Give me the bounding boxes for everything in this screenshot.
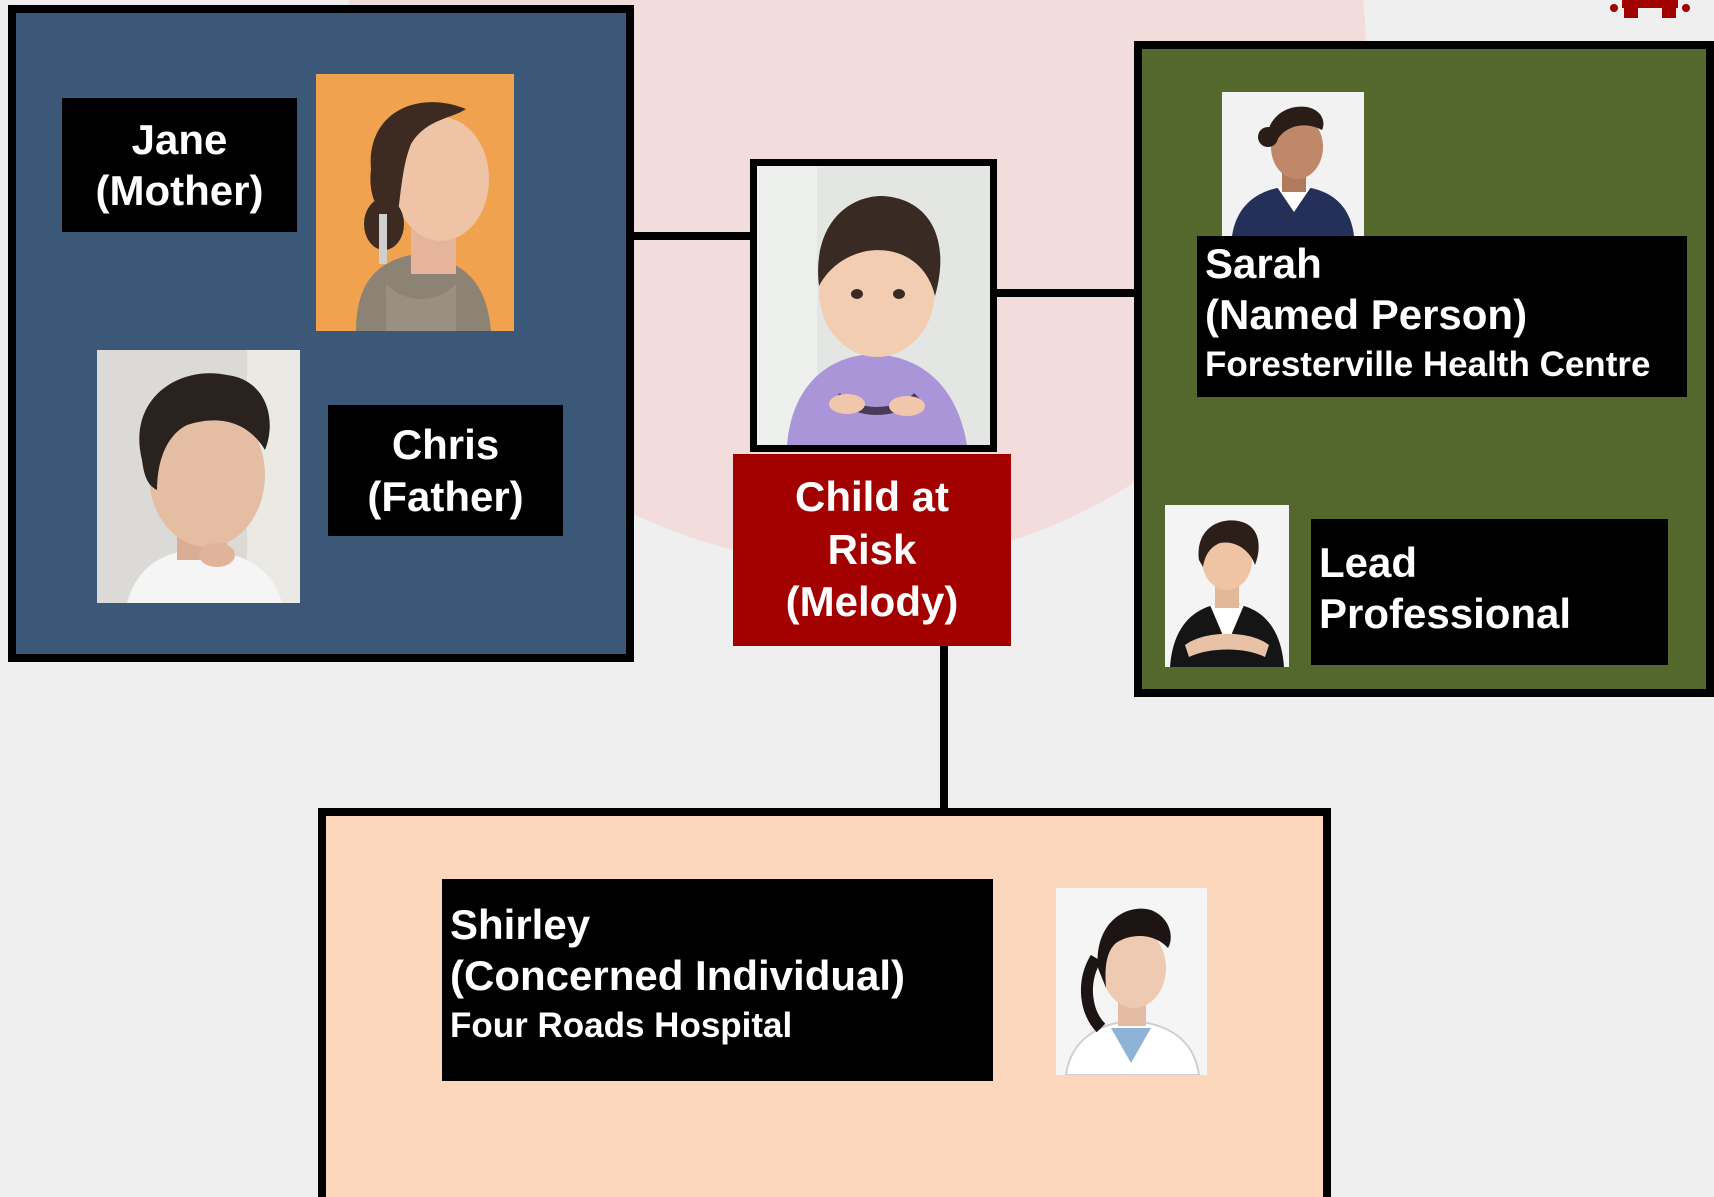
child-label-line3: (Melody)	[785, 578, 959, 626]
mother-photo	[316, 74, 514, 331]
connector-family-child	[634, 232, 752, 240]
concerned-individual-role: (Concerned Individual)	[450, 952, 906, 1000]
woman-portrait-icon	[316, 74, 514, 331]
child-label-line2: Risk	[827, 525, 917, 573]
child-photo-frame	[750, 159, 997, 452]
lead-professional-line2: Professional	[1319, 590, 1572, 638]
mother-label: Jane (Mother)	[62, 98, 297, 232]
named-person-label: Sarah (Named Person) Foresterville Healt…	[1197, 236, 1687, 397]
toddler-icon	[757, 166, 990, 445]
man-portrait-icon	[97, 350, 300, 603]
nurse-icon	[1222, 92, 1364, 236]
child-photo	[757, 166, 990, 445]
doctor-icon	[1056, 888, 1207, 1075]
father-name: Chris	[391, 421, 500, 469]
child-at-risk-box: Child at Risk (Melody)	[733, 454, 1011, 646]
child-label-line1: Child at	[795, 473, 949, 521]
named-person-organisation: Foresterville Health Centre	[1205, 345, 1651, 385]
lead-professional-photo	[1165, 505, 1289, 667]
connector-child-professionals	[995, 289, 1135, 297]
named-person-photo	[1222, 92, 1364, 236]
lead-professional-label: Lead Professional	[1311, 519, 1668, 665]
named-person-role: (Named Person)	[1205, 291, 1528, 339]
mother-name: Jane	[131, 115, 228, 163]
connector-child-concerned	[940, 645, 948, 810]
brand-logo-icon	[1610, 0, 1690, 18]
concerned-individual-organisation: Four Roads Hospital	[450, 1006, 793, 1046]
mother-role: (Mother)	[95, 167, 264, 214]
businesswoman-icon	[1165, 505, 1289, 667]
father-label: Chris (Father)	[328, 405, 563, 536]
lead-professional-line1: Lead	[1319, 539, 1418, 586]
named-person-name: Sarah	[1205, 240, 1322, 287]
concerned-individual-label: Shirley (Concerned Individual) Four Road…	[442, 879, 993, 1081]
father-photo	[97, 350, 300, 603]
brand-logo	[1436, 0, 1714, 41]
concerned-individual-photo	[1056, 888, 1207, 1075]
father-role: (Father)	[367, 472, 524, 520]
concerned-individual-name: Shirley	[450, 901, 591, 948]
